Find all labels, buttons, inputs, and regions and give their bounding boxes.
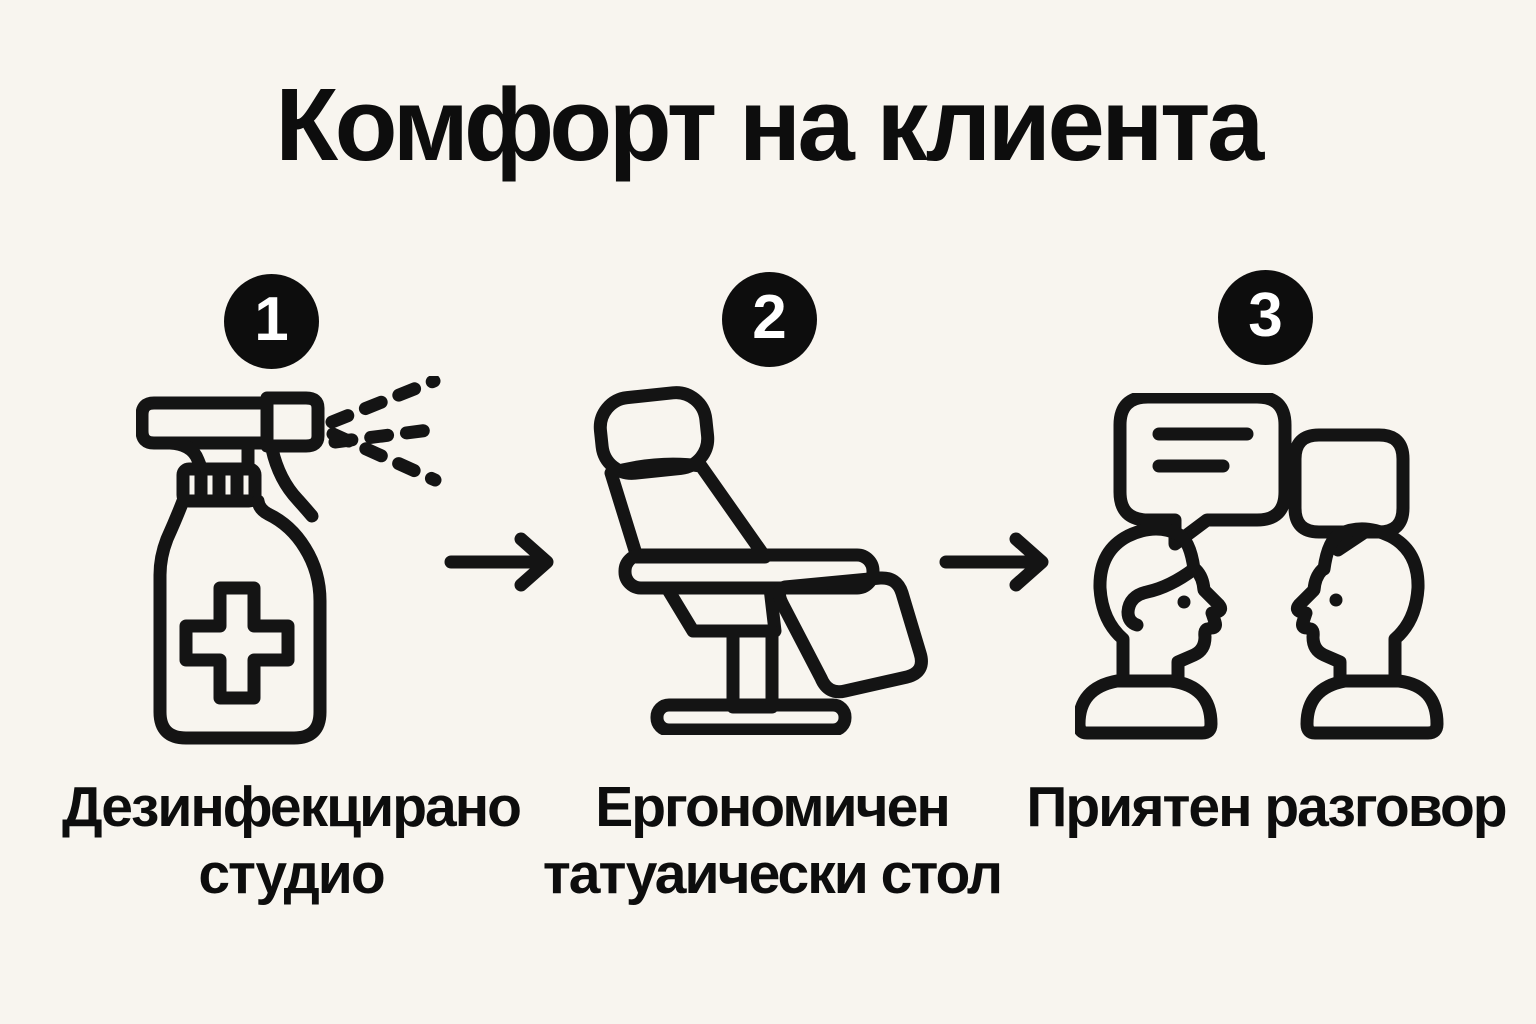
- step-3-badge: 3: [1218, 270, 1313, 365]
- step-1-number: 1: [254, 285, 289, 354]
- step-2-caption: Ергономичен татуаически стол: [492, 774, 1052, 908]
- caption-line: студио: [198, 842, 385, 906]
- person-right-icon: [1290, 522, 1444, 740]
- arrow-right-icon: [939, 532, 1049, 592]
- conversation-icon: [1075, 393, 1444, 740]
- arrow-right-icon: [444, 532, 554, 592]
- caption-line: татуаически стол: [542, 842, 1003, 906]
- step-1-badge: 1: [224, 274, 319, 369]
- eye-dot: [1329, 593, 1343, 607]
- step-2-number: 2: [752, 283, 787, 352]
- step-3-caption: Приятен разговор: [986, 774, 1536, 841]
- medical-cross-icon: [179, 581, 295, 705]
- page-title: Комфорт на клиента: [275, 67, 1264, 182]
- step-3-number: 3: [1248, 281, 1283, 350]
- shoulders: [1300, 674, 1444, 740]
- disinfectant-spray-bottle-icon: [136, 376, 444, 745]
- shoulders: [1075, 674, 1218, 740]
- eye-dot: [1177, 595, 1191, 609]
- speech-bubble-icon: [1113, 393, 1292, 551]
- caption-line: Дезинфекцирано: [61, 775, 522, 839]
- caption-line: Ергономичен: [595, 775, 951, 839]
- small-speech-bubble-icon: [1288, 428, 1410, 557]
- caption-line: Приятен разговор: [1026, 775, 1507, 839]
- hair-stroke: [1121, 562, 1201, 632]
- person-left-icon: [1075, 522, 1228, 740]
- step-1-caption: Дезинфекцирано студио: [11, 774, 571, 908]
- step-2-badge: 2: [722, 272, 817, 367]
- tattoo-chair-icon: [593, 386, 928, 735]
- spray-dashes: [325, 376, 444, 487]
